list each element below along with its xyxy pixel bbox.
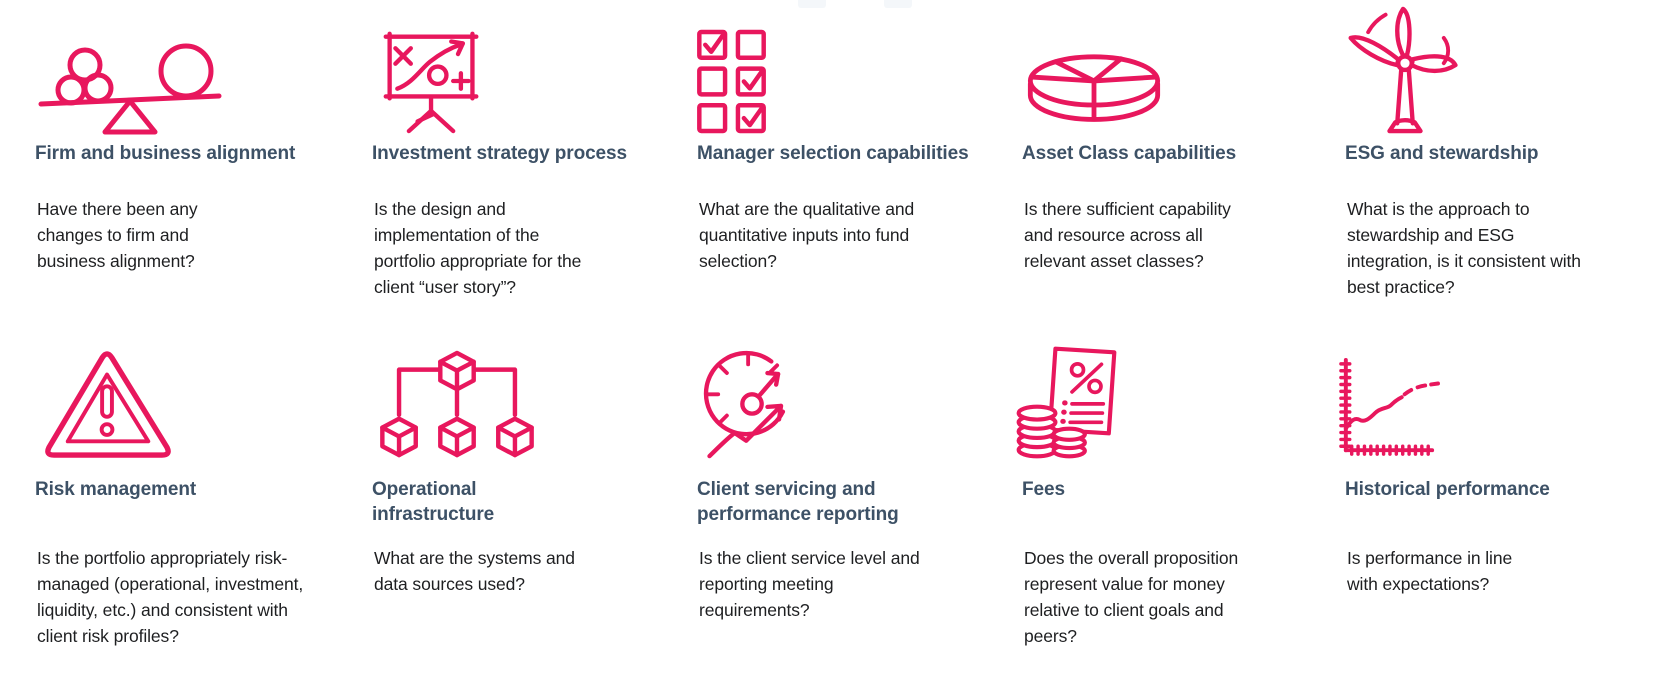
- pie-chart-icon: [1022, 30, 1352, 133]
- gauge-arrow-icon: [697, 345, 1027, 460]
- card-firm-alignment: Firm and business alignment Have there b…: [35, 30, 365, 320]
- cropped-element-remnant: [798, 0, 912, 8]
- wind-turbine-icon: [1345, 6, 1669, 134]
- card-historical-performance: Historical performance Is performance in…: [1339, 345, 1669, 675]
- card-title: Firm and business alignment: [35, 143, 296, 164]
- card-body: Is performance in line with expectations…: [1347, 548, 1513, 594]
- balance-scale-icon: [35, 30, 365, 135]
- card-body: What are the qualitative and quantitativ…: [699, 199, 915, 271]
- card-body: Does the overall proposition represent v…: [1024, 548, 1239, 646]
- card-asset-class: Asset Class capabilities Is there suffic…: [1022, 30, 1352, 320]
- card-investment-strategy: Investment strategy process Is the desig…: [372, 30, 702, 320]
- line-chart-icon: [1335, 345, 1669, 460]
- card-title: Client servicing and performance reporti…: [697, 479, 899, 525]
- card-body: Is the design and implementation of the …: [374, 199, 582, 297]
- warning-triangle-icon: [40, 345, 365, 460]
- card-title: Manager selection capabilities: [697, 143, 969, 164]
- card-operational-infrastructure: Operational infrastructure What are the …: [372, 345, 702, 675]
- card-fees: Fees Does the overall proposition repres…: [1016, 345, 1352, 675]
- card-title: Investment strategy process: [372, 143, 627, 164]
- network-cubes-icon: [377, 345, 702, 460]
- card-title: Risk management: [35, 479, 197, 500]
- strategy-whiteboard-icon: [372, 30, 702, 134]
- card-manager-selection: Manager selection capabilities What are …: [697, 29, 1027, 320]
- card-body: Is the client service level and reportin…: [699, 548, 920, 620]
- card-client-servicing: Client servicing and performance reporti…: [697, 345, 1027, 675]
- card-body: Is the portfolio appropriately risk- man…: [37, 548, 304, 646]
- card-esg-stewardship: ESG and stewardship What is the approach…: [1345, 6, 1669, 320]
- card-risk-management: Risk management Is the portfolio appropr…: [35, 345, 365, 675]
- card-title: ESG and stewardship: [1345, 143, 1539, 164]
- checklist-icon: [697, 29, 1027, 134]
- card-body: What is the approach to stewardship and …: [1347, 199, 1581, 297]
- card-title: Historical performance: [1345, 479, 1550, 500]
- card-title: Fees: [1022, 479, 1065, 500]
- card-body: What are the systems and data sources us…: [374, 548, 575, 594]
- card-body: Is there sufficient capability and resou…: [1024, 199, 1231, 271]
- fees-document-coins-icon: [1008, 345, 1352, 460]
- card-body: Have there been any changes to firm and …: [37, 199, 198, 271]
- card-title: Asset Class capabilities: [1022, 143, 1237, 164]
- card-title: Operational infrastructure: [372, 479, 495, 525]
